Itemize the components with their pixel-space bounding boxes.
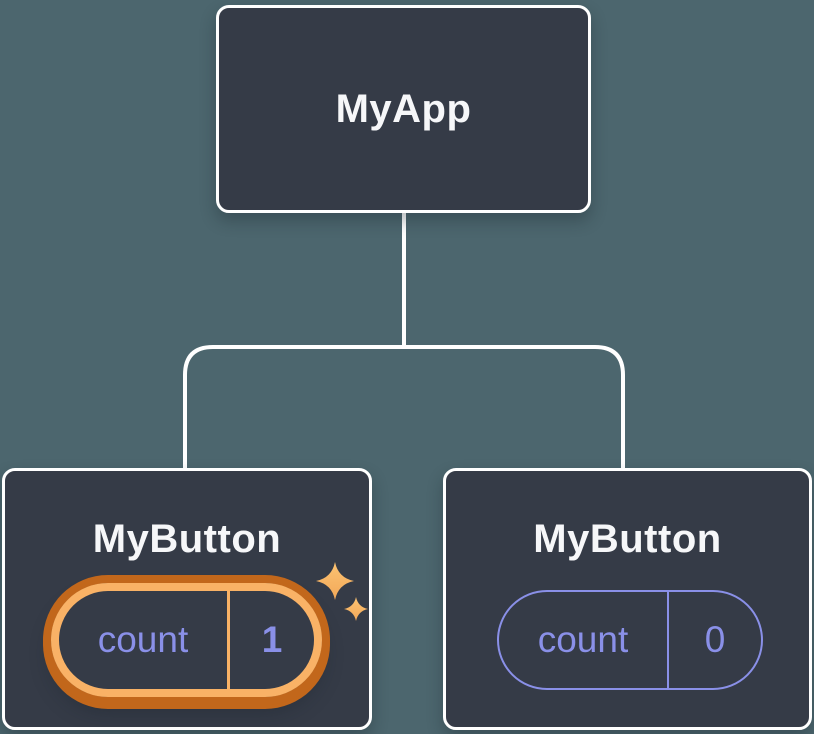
state-name-cell: count: [59, 591, 227, 689]
state-name-label: count: [537, 619, 629, 660]
state-value-label: 1: [261, 619, 283, 660]
state-pill-highlighted: count 1: [51, 583, 322, 697]
pill-divider: [227, 591, 230, 689]
child-component-label: MyButton: [92, 517, 282, 561]
pill-divider: [667, 592, 669, 688]
child-component-box-left: MyButton count 1: [2, 468, 372, 730]
root-component-box: MyApp: [216, 5, 591, 213]
state-value-label: 0: [704, 619, 726, 660]
state-value-cell: 1: [230, 591, 314, 689]
connector-branch-line: [183, 345, 625, 470]
state-name-label: count: [97, 619, 189, 660]
state-name-cell: count: [499, 592, 667, 688]
state-value-cell: 0: [669, 592, 761, 688]
child-component-box-right: MyButton count 0: [443, 468, 812, 730]
state-pill-plain: count 0: [497, 590, 763, 690]
child-component-label: MyButton: [533, 517, 722, 561]
root-component-label: MyApp: [335, 86, 472, 131]
